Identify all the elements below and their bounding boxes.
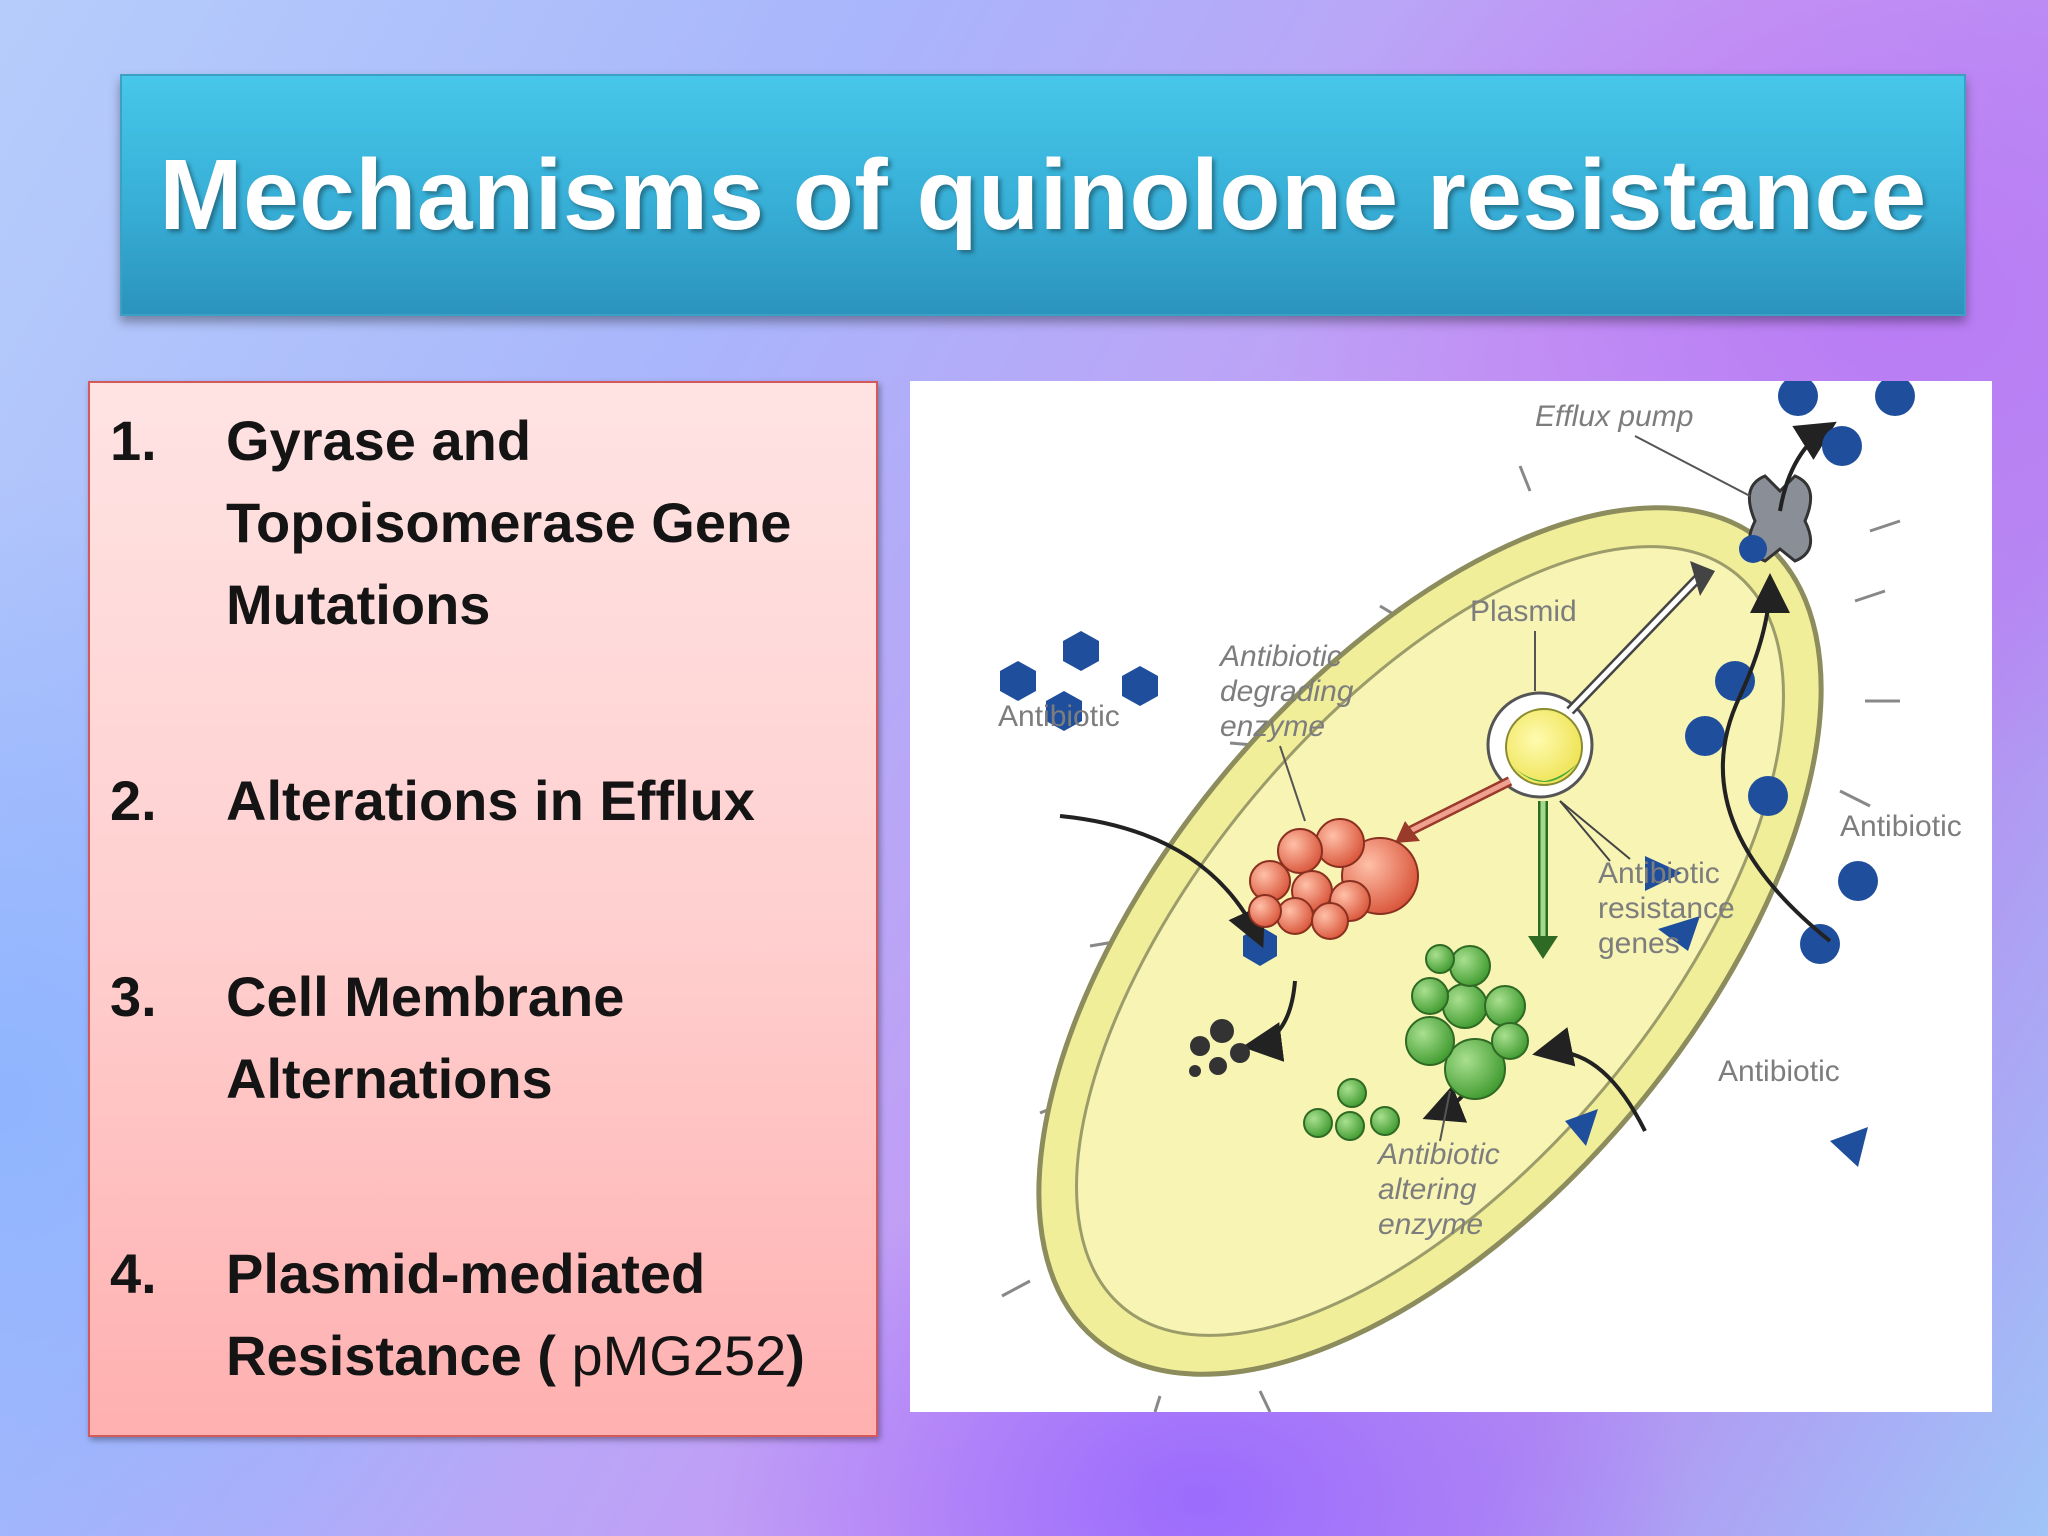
resistance-genes-label: Antibiotic [1598,857,1720,890]
plasmid-label: Plasmid [1470,595,1577,628]
altering-enzyme-label: Antibiotic [1376,1138,1500,1171]
efflux-pump-label: Efflux pump [1535,400,1693,433]
efflux-pump [1739,474,1813,563]
degrading-enzyme-label: Antibiotic [1218,640,1342,673]
antibiotic-label-right: Antibiotic [1840,810,1962,843]
list-text: Cell Membrane Alternations [226,965,625,1110]
resistance-genes-label: resistance [1598,892,1735,925]
list-number: 2. [110,769,157,832]
resistance-genes-label: genes [1598,927,1680,960]
plasmid [1486,691,1594,799]
altering-enzyme [1303,944,1529,1141]
antibiotic-label-left: Antibiotic [998,700,1120,733]
plasmid-arrows [1395,561,1715,959]
degraded-fragments [1189,1019,1250,1077]
altering-enzyme-label: enzyme [1378,1208,1483,1241]
degrading-enzyme-label: enzyme [1220,710,1325,743]
altering-enzyme-label: altering [1378,1173,1477,1206]
cell-diagram-svg: Efflux pump Plasmid Antibiotic Antibioti… [998,381,1962,1412]
list-text: Plasmid-mediated Resistance ( pMG252) [226,1242,805,1387]
degrading-enzyme-label: degrading [1220,675,1354,708]
degrading-enzyme [1248,818,1419,940]
antibiotic-molecules [1000,381,1915,1167]
list-text: Alterations in Efflux [226,769,755,832]
list-number: 1. [110,409,157,472]
list-number: 3. [110,965,157,1028]
antibiotic-label-bottom: Antibiotic [1718,1055,1840,1088]
cell-body [1036,505,1824,1377]
mechanism-list: 1. Gyrase and Topoisomerase Gene Mutatio… [88,381,878,1437]
list-text: Gyrase and Topoisomerase Gene Mutations [226,409,792,636]
bacterial-cell-diagram: Efflux pump Plasmid Antibiotic Antibioti… [910,381,1992,1412]
title-banner: Mechanisms of quinolone resistance [120,74,1966,316]
slide-title: Mechanisms of quinolone resistance [159,138,1927,251]
list-number: 4. [110,1242,157,1305]
